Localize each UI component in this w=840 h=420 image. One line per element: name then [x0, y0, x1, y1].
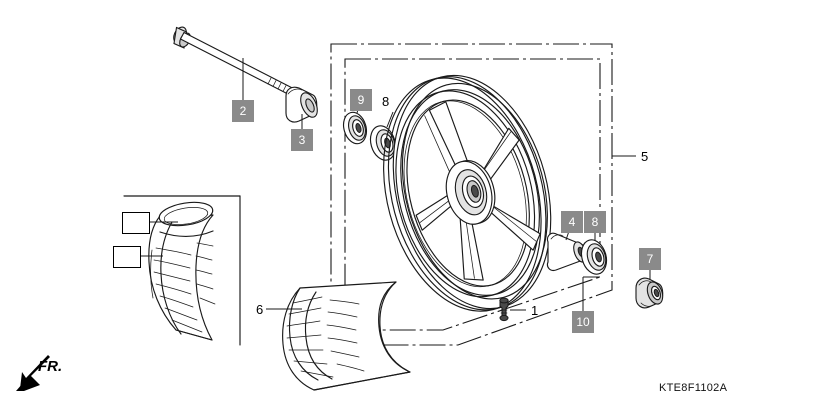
callout-10-wheel-rim-sub-assembly[interactable]: 10: [572, 311, 594, 333]
blank-callout-tire-tread-detail-lower[interactable]: [113, 246, 141, 268]
wheel-hub: [445, 159, 496, 225]
callout-7-axle-flange-nut[interactable]: 7: [639, 248, 661, 270]
callout-8-wheel-bearing-left[interactable]: 8: [584, 211, 606, 233]
callout-6-front-tire[interactable]: 6: [256, 302, 264, 317]
axle-flange-nut: [635, 277, 664, 309]
arrow-down-left-icon: [16, 355, 50, 391]
callout-1-tire-valve-stem[interactable]: 1: [531, 303, 539, 318]
wheel-dust-seal: [342, 111, 368, 145]
tire-valve-stem: [499, 297, 509, 322]
callout-3-axle-side-collar[interactable]: 3: [291, 129, 313, 151]
tire-tread-hatching: [286, 296, 365, 378]
tread-detail-hatching: [153, 242, 216, 333]
callout-4-wheel-distance-collar[interactable]: 4: [561, 211, 583, 233]
detail-panel-divider: [123, 195, 241, 346]
front-direction-label: FR.: [38, 358, 63, 375]
cast-alloy-wheel: [383, 74, 552, 312]
callout-8-wheel-bearing-right[interactable]: 8: [382, 94, 390, 109]
tire-tread-detail: [148, 201, 216, 341]
front-tire: [282, 281, 411, 391]
callout-5-front-wheel-assembly[interactable]: 5: [641, 149, 649, 164]
part-code-label: KTE8F1102A: [659, 382, 728, 394]
wheel-bearing-left: [580, 239, 608, 275]
axle-side-collar: [285, 86, 318, 123]
callout-9-wheel-dust-seal[interactable]: 9: [350, 89, 372, 111]
callout-2-front-axle-shaft[interactable]: 2: [232, 100, 254, 122]
blank-callout-tire-tread-detail-upper[interactable]: [122, 212, 150, 234]
